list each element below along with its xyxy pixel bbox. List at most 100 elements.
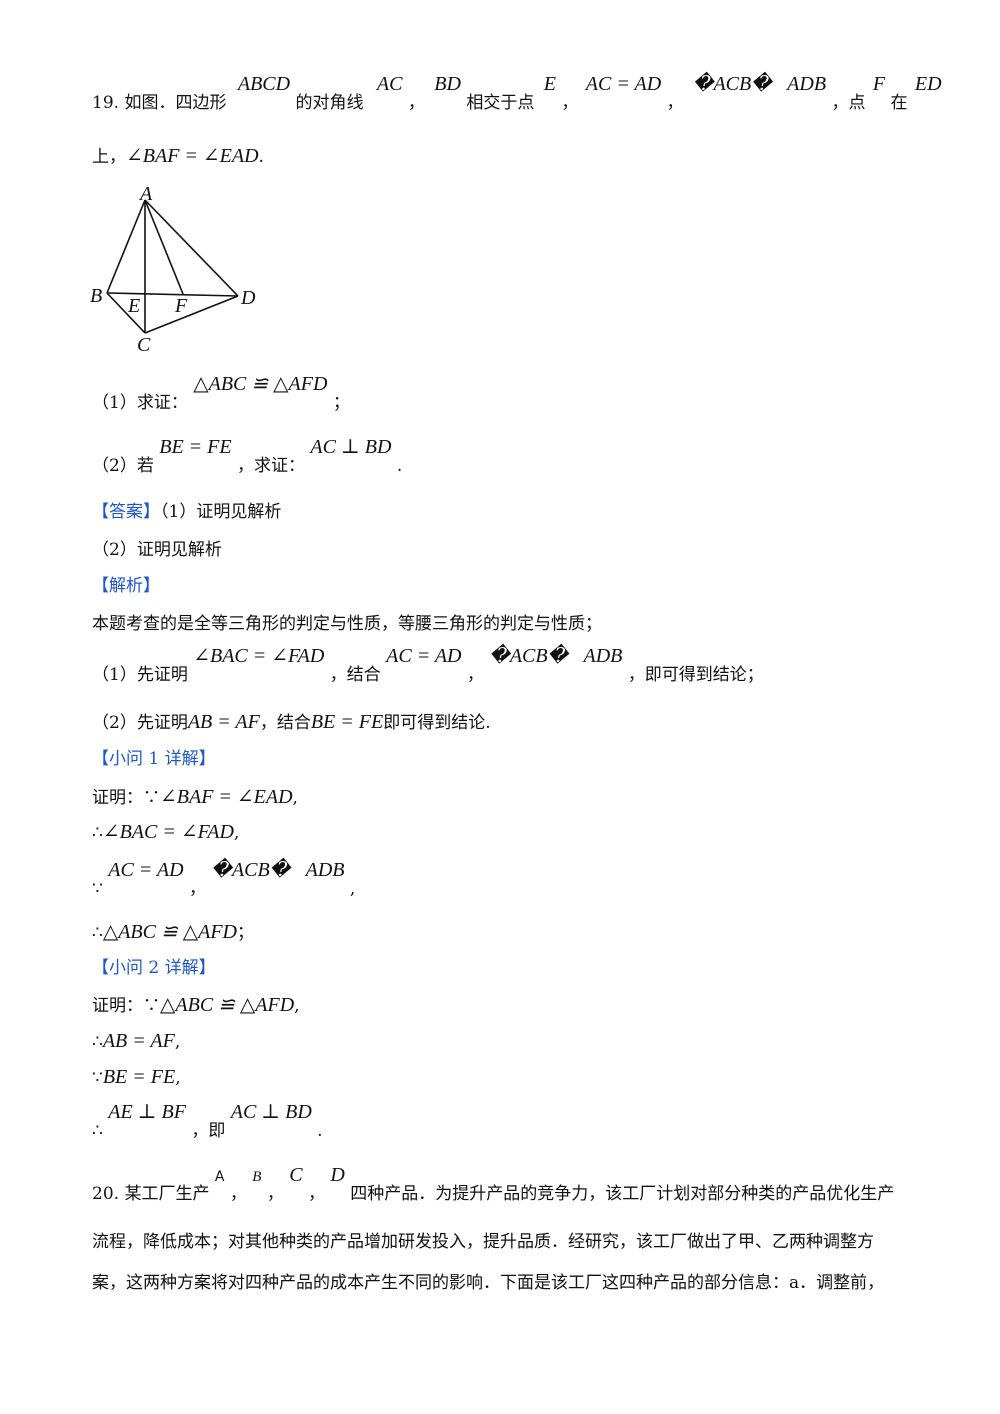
text: ， <box>666 93 684 113</box>
text: 四种产品．为提升产品的竞争力，该工厂计划对部分种类的产品优化生产 <box>350 1184 895 1204</box>
math: ∠BAC = ∠FAD <box>102 821 234 843</box>
math: AC = AD <box>108 859 184 881</box>
math: ∠BAF = ∠EAD <box>160 786 293 808</box>
detail2-tag: 【小问 2 详解】 <box>92 958 216 978</box>
math: BE = FE <box>102 1066 176 1088</box>
analysis-s1: （1）先证明 ∠BAC = ∠FAD ，结合 AC = AD ， �ACB� A… <box>92 646 764 685</box>
math: ADB <box>305 859 345 881</box>
analysis-p1: 本题考查的是全等三角形的判定与性质，等腰三角形的判定与性质； <box>92 614 602 634</box>
text: ， <box>189 879 206 899</box>
math: AC = AD <box>386 645 462 667</box>
answer-line1: 【答案】（1）证明见解析 <box>92 504 281 521</box>
math-congruence: △ABC ≌ △AFD <box>193 373 328 395</box>
q20-line2: 流程，降低成本；对其他种类的产品增加研发投入，提升品质．经研究，该工厂做出了甲、… <box>92 1232 874 1252</box>
math: �ACB� <box>489 645 569 667</box>
q19-line1: 19. 如图．四边形 ABCD 的对角线 AC ， BD 相交于点 E ， AC… <box>92 74 942 113</box>
label-e: E <box>127 295 140 317</box>
text: ，结合 <box>259 713 311 733</box>
math-ed: ED <box>914 73 942 95</box>
math: ∠BAC = ∠FAD <box>193 645 325 667</box>
math-f: F <box>872 73 886 95</box>
text: 即可得到结论. <box>383 713 491 733</box>
text: ， <box>229 1184 247 1204</box>
text: , <box>292 788 298 808</box>
detail2-l1: 证明：∵△ABC ≌ △AFD, <box>92 995 300 1015</box>
math: AE ⊥ BF <box>108 1101 186 1123</box>
text: ∴ <box>92 1032 103 1052</box>
text: . <box>396 456 403 476</box>
q20-line3: 案，这两种方案将对四种产品的成本产生不同的影响．下面是该工厂这四种产品的部分信息… <box>92 1273 885 1293</box>
label-b: B <box>90 285 102 307</box>
math-c: C <box>289 1164 303 1186</box>
text: （2）若 <box>92 456 154 476</box>
text: ∴ <box>92 823 103 843</box>
math-e: E <box>543 73 556 95</box>
text: . <box>258 147 264 167</box>
text: （1）证明见解析 <box>160 502 282 522</box>
detail1-tag: 【小问 1 详解】 <box>92 749 216 769</box>
text: ，即 <box>191 1121 226 1141</box>
label-a: A <box>138 183 153 205</box>
q19-number-text: 19. 如图．四边形 <box>92 93 227 113</box>
answer-tag: 【答案】 <box>92 502 160 522</box>
math: AC ⊥ BD <box>230 1101 312 1123</box>
text: ，即可得到结论； <box>627 665 764 685</box>
segment-af <box>144 199 184 295</box>
segment-bc <box>106 292 146 334</box>
text: 相交于点 <box>466 93 535 113</box>
math-acb: �ACB� <box>692 73 772 95</box>
text: 的对角线 <box>295 93 364 113</box>
detail1-l3: ∵ AC = AD ， �ACB� ADB , <box>92 860 356 899</box>
math-angle-eq: ∠BAF = ∠EAD <box>126 145 259 167</box>
text: 证明：∵ <box>92 996 160 1016</box>
text: . <box>317 1121 323 1141</box>
answer-line2: （2）证明见解析 <box>92 542 222 559</box>
text: 在 <box>890 93 908 113</box>
math: AB = AF <box>187 711 260 733</box>
math: BE = FE <box>310 711 384 733</box>
math-bd: BD <box>434 73 461 95</box>
detail2-l2: ∴AB = AF, <box>92 1031 180 1051</box>
geometry-figure: A B E F D C <box>90 183 256 356</box>
analysis-s2: （2）先证明AB = AF，结合BE = FE即可得到结论. <box>92 712 491 732</box>
math-adb: ADB <box>787 73 827 95</box>
detail2-l4: ∴ AE ⊥ BF ，即 AC ⊥ BD . <box>92 1102 323 1141</box>
math-d: D <box>330 1164 345 1186</box>
segment-bd <box>106 292 239 297</box>
math-be-eq-fe: BE = FE <box>159 436 232 458</box>
text: ∴ <box>92 1121 103 1141</box>
detail1-l4: ∴△ABC ≌ △AFD； <box>92 922 254 942</box>
segment-ab <box>106 199 146 294</box>
text: ，点 <box>831 93 866 113</box>
text: ，求证： <box>237 456 306 476</box>
detail1-l2: ∴∠BAC = ∠FAD, <box>92 822 239 842</box>
detail2-l3: ∵BE = FE, <box>92 1067 181 1087</box>
text: , <box>175 1068 181 1088</box>
text: , <box>233 823 240 843</box>
text: ∵ <box>92 1068 103 1088</box>
math-ac-perp-bd: AC ⊥ BD <box>310 436 392 458</box>
text: ，结合 <box>329 665 381 685</box>
math-b: B <box>252 1169 262 1185</box>
detail1-l1: 证明：∵∠BAF = ∠EAD, <box>92 787 298 807</box>
q19-line2: 上，∠BAF = ∠EAD. <box>92 146 264 166</box>
text: （2）先证明 <box>92 713 188 733</box>
q20-line1: 20. 某工厂生产 A ， B ， C ， D 四种产品．为提升产品的竞争力，该… <box>92 1165 895 1204</box>
text: , <box>349 879 356 899</box>
q19-part1: （1）求证： △ABC ≌ △AFD ； <box>92 374 350 413</box>
math: △ABC ≌ △AFD <box>160 994 295 1016</box>
text: ， <box>307 1184 325 1204</box>
label-f: F <box>174 295 188 317</box>
label-d: D <box>240 287 256 309</box>
text: ； <box>237 923 254 943</box>
math: △ABC ≌ △AFD <box>102 921 237 943</box>
math: ADB <box>583 645 623 667</box>
label-c: C <box>137 334 151 356</box>
text: ， <box>407 93 425 113</box>
text: ； <box>332 393 350 413</box>
text: 上， <box>92 147 126 167</box>
math: �ACB� <box>211 859 291 881</box>
math: AB = AF <box>102 1030 175 1052</box>
text: ∴ <box>92 923 103 943</box>
text: （1）求证： <box>92 393 188 413</box>
